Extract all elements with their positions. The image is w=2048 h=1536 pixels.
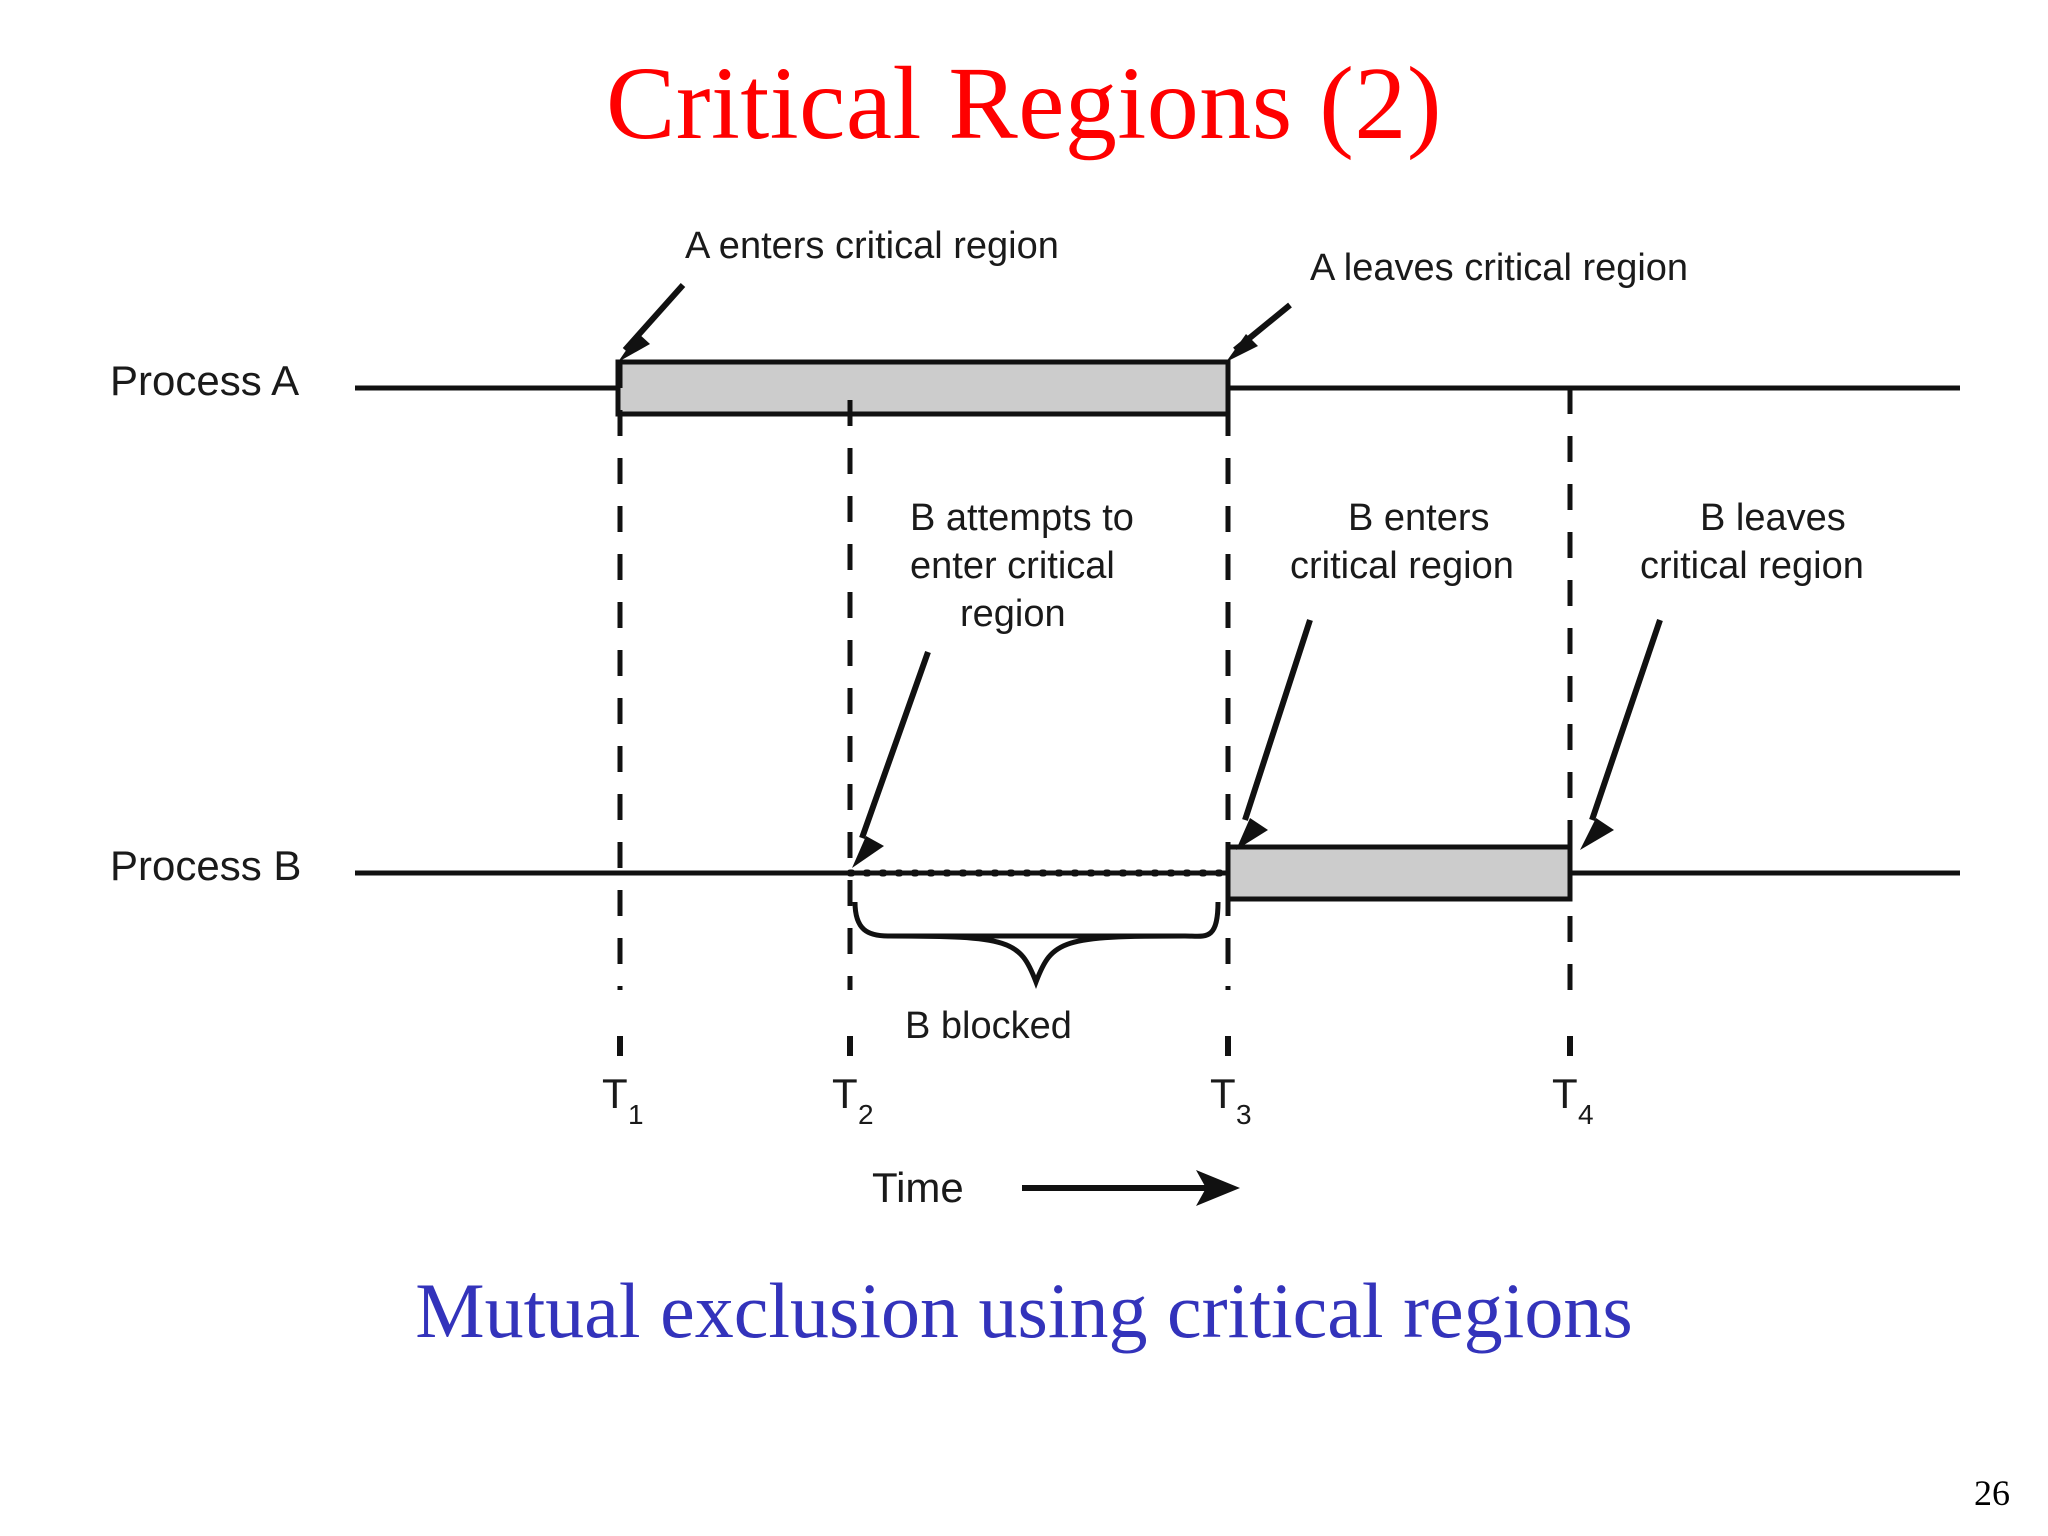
leader-arrow-a-enters xyxy=(618,283,686,362)
annotation-b-enters-line2: critical region xyxy=(1290,545,1514,587)
annotation-a-leaves: A leaves critical region xyxy=(1310,247,1688,289)
annotation-b-leaves-line1: B leaves xyxy=(1700,497,1846,539)
time-tick-t2-sub: 2 xyxy=(858,1099,874,1130)
slide-caption: Mutual exclusion using critical regions xyxy=(415,1267,1633,1354)
critical-regions-diagram: Process A Process B A enters critical re… xyxy=(0,190,2048,1250)
process-b-critical-region-bar xyxy=(1225,844,1573,902)
time-tick-t3-base: T xyxy=(1210,1070,1236,1117)
annotation-b-enters-line1: B enters xyxy=(1348,497,1490,539)
leader-arrow-a-leaves xyxy=(1226,302,1292,362)
time-tick-t4-base: T xyxy=(1552,1070,1578,1117)
time-tick-t1: T 1 xyxy=(602,1036,644,1130)
time-axis-arrow-icon xyxy=(1022,1170,1240,1206)
time-tick-t3: T 3 xyxy=(1210,1036,1252,1130)
annotation-b-attempts-line3: region xyxy=(960,593,1066,635)
time-tick-t4-sub: 4 xyxy=(1578,1099,1594,1130)
process-b-label: Process B xyxy=(110,842,301,889)
process-a-critical-region-bar xyxy=(615,359,1231,417)
time-tick-t1-sub: 1 xyxy=(628,1099,644,1130)
annotation-b-leaves-line2: critical region xyxy=(1640,545,1864,587)
annotation-b-blocked: B blocked xyxy=(905,1005,1072,1047)
page-number: 26 xyxy=(1974,1473,2010,1513)
leader-arrow-b-leaves xyxy=(1580,619,1663,850)
time-tick-t4: T 4 xyxy=(1552,1036,1594,1130)
time-tick-t2-base: T xyxy=(832,1070,858,1117)
time-tick-t3-sub: 3 xyxy=(1236,1099,1252,1130)
process-a-label: Process A xyxy=(110,357,299,404)
page-title: Critical Regions (2) xyxy=(605,46,1443,161)
time-tick-t1-base: T xyxy=(602,1070,628,1117)
b-blocked-brace xyxy=(852,901,1221,990)
time-tick-t2: T 2 xyxy=(832,1036,874,1130)
leader-arrow-b-attempts xyxy=(852,650,931,868)
time-axis-label: Time xyxy=(872,1164,964,1211)
annotation-a-enters: A enters critical region xyxy=(685,225,1059,267)
annotation-b-attempts-line1: B attempts to xyxy=(910,497,1134,539)
annotation-b-attempts-line2: enter critical xyxy=(910,545,1115,587)
leader-arrow-b-enters xyxy=(1236,619,1313,850)
